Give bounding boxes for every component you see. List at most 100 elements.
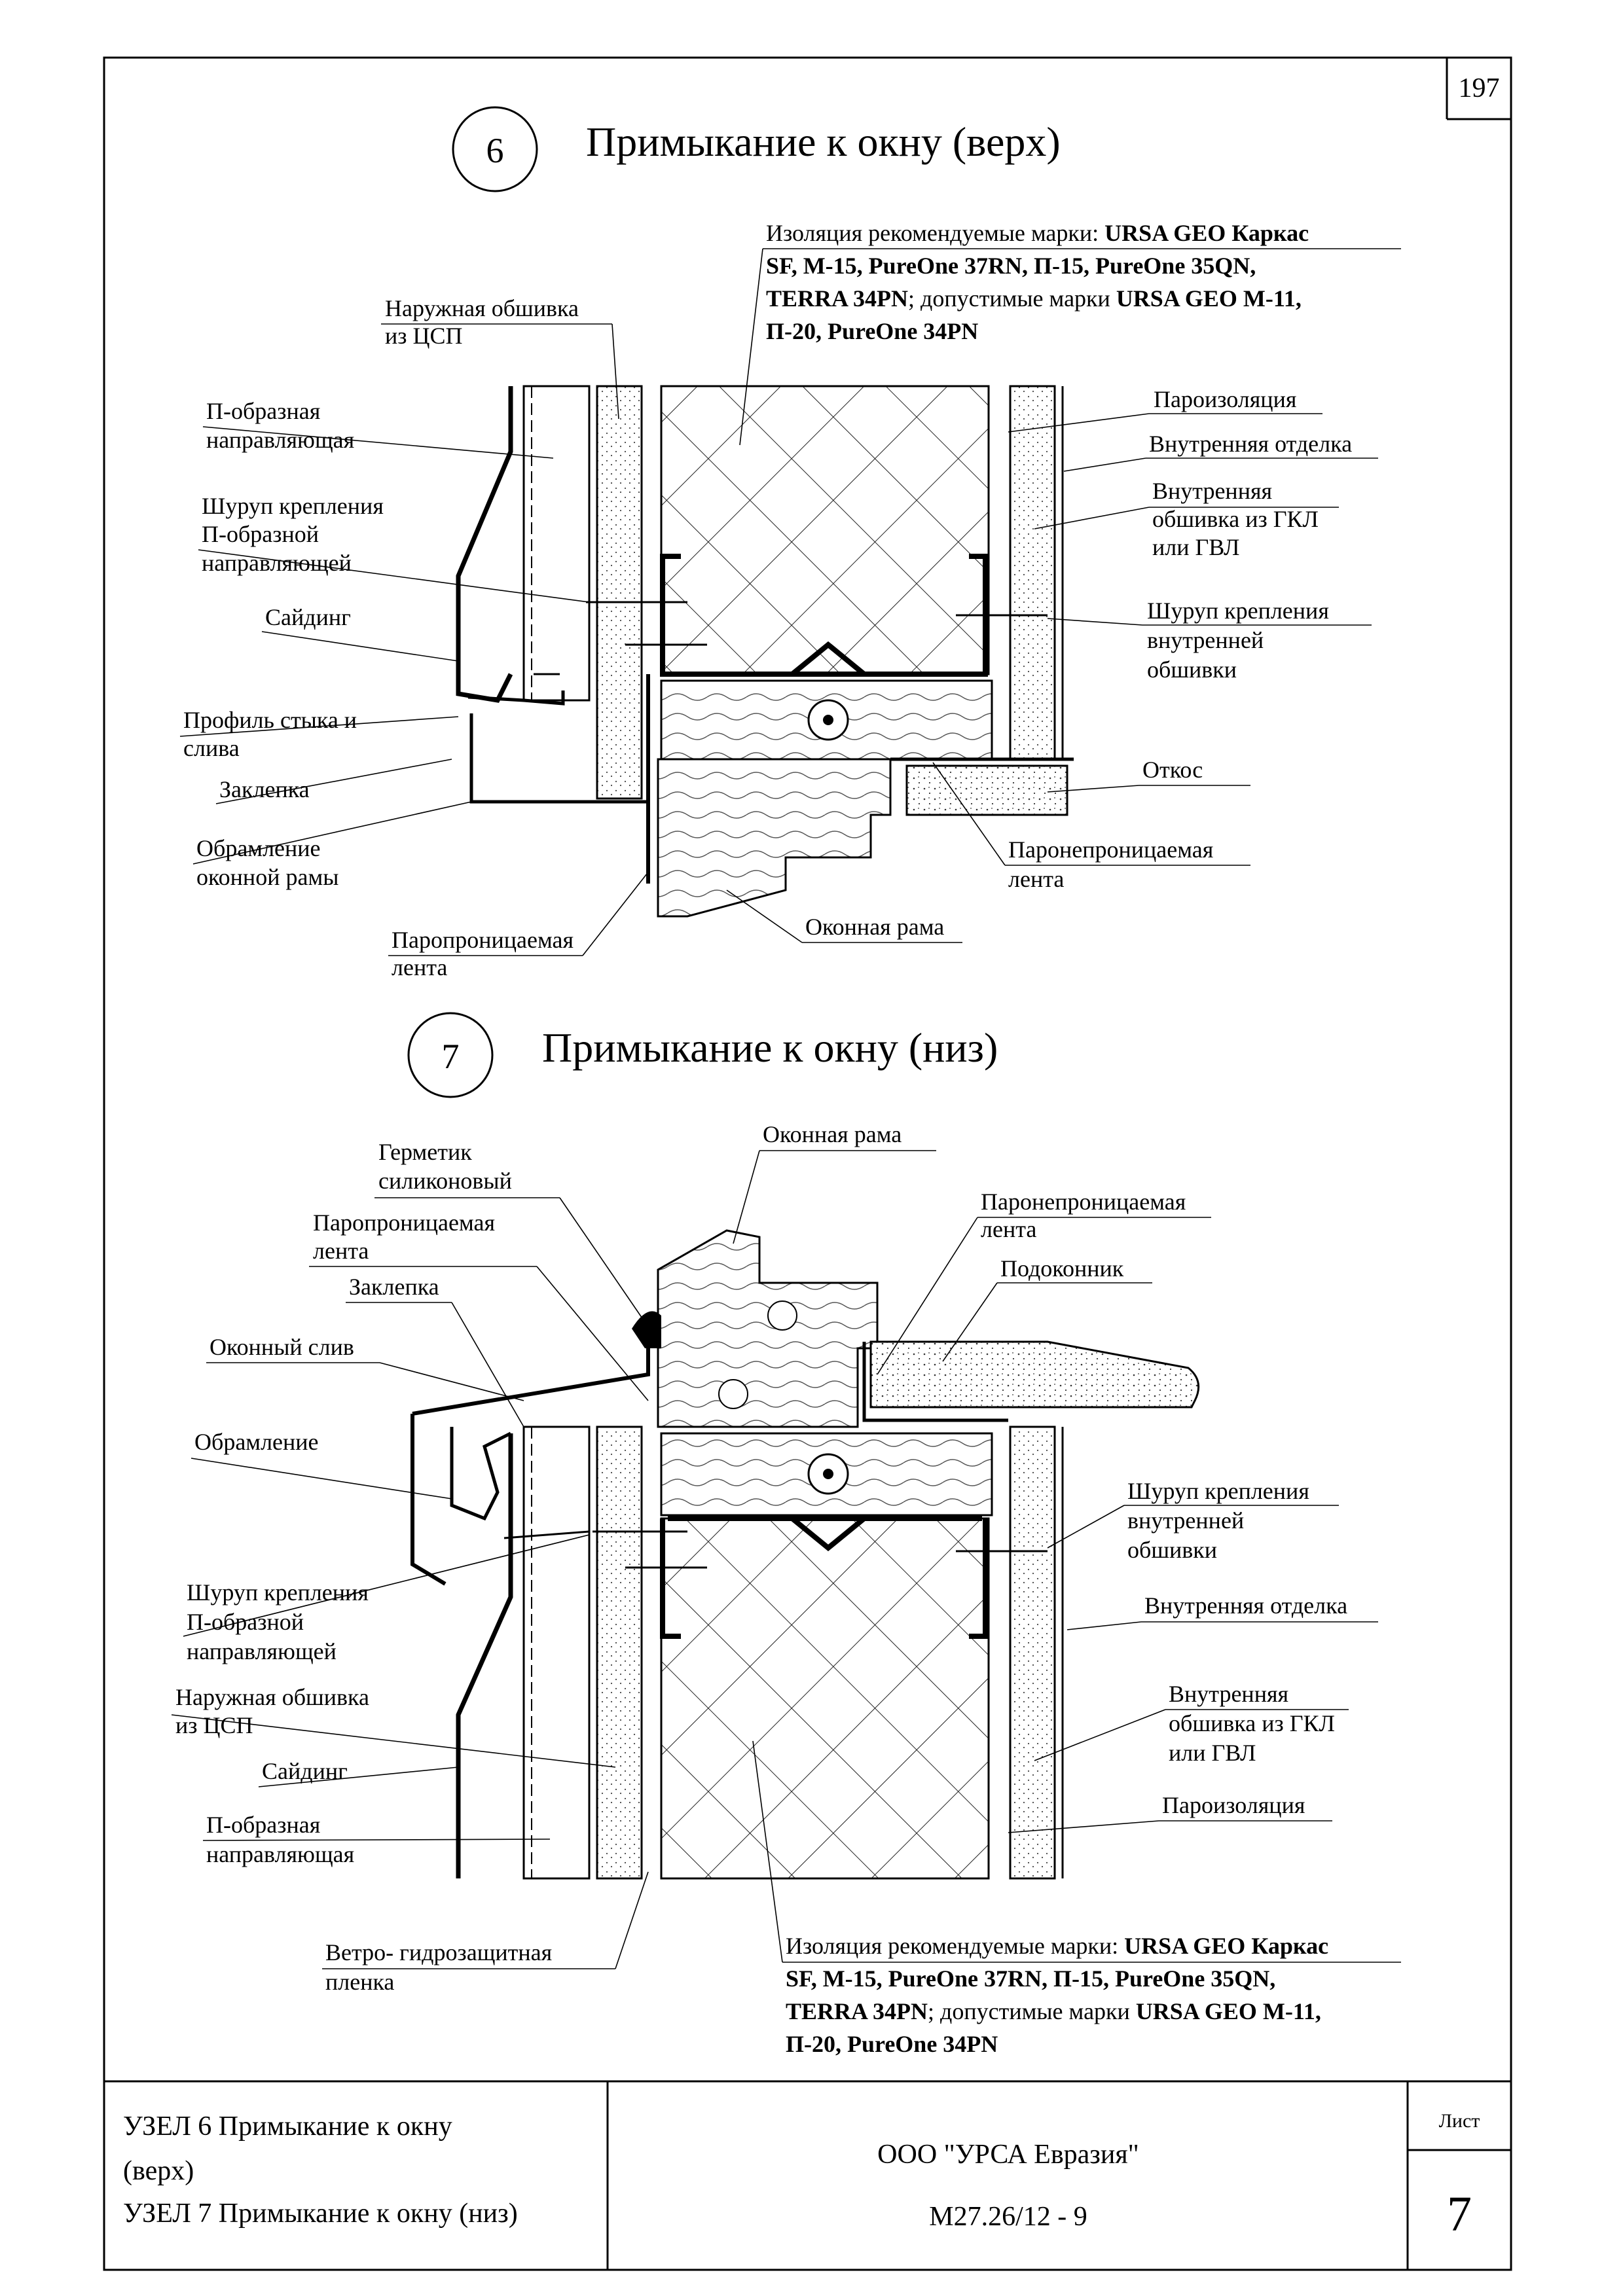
node6-siding-label: Сайдинг — [265, 604, 351, 630]
node6-slope — [905, 764, 1068, 816]
node7-drip — [410, 1348, 650, 1586]
node7-sill-label: Подоконник — [1000, 1255, 1124, 1282]
title-block-name-2: (верх) — [123, 2156, 194, 2186]
node7-drawing — [410, 1229, 1200, 1880]
node7-outer-sheathing-label: Наружная обшивка — [175, 1684, 369, 1710]
node6-p-guide-label: П-образная — [206, 398, 320, 424]
node7-inner-sheathing-label: Внутренняя — [1169, 1681, 1288, 1707]
node6-profile-bottom — [668, 641, 982, 677]
node6-insulation — [660, 385, 990, 675]
node7-window-frame — [657, 1229, 879, 1428]
node7-impermeable-tape-label-2: лента — [981, 1216, 1036, 1242]
node7-trim — [450, 1427, 512, 1521]
title-block-name-3: УЗЕЛ 7 Примыкание к окну (низ) — [123, 2198, 518, 2229]
node6-p-guide — [522, 385, 591, 702]
sheet-number: 7 — [1447, 2187, 1472, 2242]
node6-title: Примыкание к окну (верх) — [586, 118, 1061, 165]
node7-profile-left — [660, 1518, 681, 1639]
node7-vapor-barrier-label: Пароизоляция — [1162, 1792, 1305, 1818]
node6-insulation-label-2: SF, M-15, PureOne 37RN, П-15, PureOne 35… — [766, 253, 1256, 279]
node7-screw-inner-label: Шуруп крепления — [1127, 1478, 1309, 1504]
node6-impermeable-tape-label: Паронепроницаемая — [1008, 836, 1213, 863]
node7-wind-film-label: Ветро- гидрозащитная — [325, 1939, 552, 1965]
node7-window-frame-label: Оконная рама — [763, 1121, 902, 1147]
node6-outer-sheathing-label-2: из ЦСП — [385, 323, 463, 349]
node7-sealant-label-2: силиконовый — [378, 1168, 512, 1194]
node7-inner-sheathing-label-3: или ГВЛ — [1169, 1740, 1256, 1766]
node6-inner-sheathing-label: Внутренняя — [1152, 478, 1272, 504]
node7-siding-label: Сайдинг — [262, 1758, 348, 1784]
node7-insulation — [660, 1517, 990, 1880]
node7-profile-top — [668, 1516, 982, 1552]
node6-joint-profile-label-2: слива — [183, 735, 240, 761]
node6-screw-inner-label-3: обшивки — [1147, 656, 1237, 683]
node6-rivet-label: Заклепка — [219, 776, 310, 802]
node6-inner-sheathing — [1009, 385, 1056, 761]
node6-number: 6 — [486, 131, 504, 170]
node6-screw-guide-label-2: П-образной — [202, 521, 319, 547]
node6-permeable-tape-label: Паропроницаемая — [392, 927, 574, 953]
node7-drip-label: Оконный слив — [210, 1334, 354, 1360]
node7-screw-inner-label-3: обшивки — [1127, 1537, 1217, 1563]
node6-screw-guide-label: Шуруп крепления — [202, 493, 384, 519]
node7-number: 7 — [442, 1037, 460, 1076]
page-number: 197 — [1459, 73, 1500, 103]
company-name: ООО "УРСА Евразия" — [877, 2140, 1139, 2170]
node6-frame-trim-label-2: оконной рамы — [196, 864, 338, 890]
node6-insulation-label-4: П-20, PureOne 34PN — [766, 318, 978, 344]
node6-drawing — [456, 385, 1074, 918]
node7-profile-right — [969, 1518, 988, 1639]
node7-p-guide-label-2: направляющая — [206, 1841, 354, 1867]
node6-inner-sheathing-label-2: обшивка из ГКЛ — [1152, 506, 1319, 532]
node7-screw-guide-label: Шуруп крепления — [187, 1579, 369, 1605]
node6-screw-guide-label-3: направляющей — [202, 550, 352, 576]
node7-trim-label: Обрамление — [194, 1429, 319, 1455]
node6-number-circle — [452, 106, 538, 192]
title-block-name-1: УЗЕЛ 6 Примыкание к окну — [123, 2111, 452, 2142]
node7-header: 7 Примыкание к окну (низ) — [407, 1012, 998, 1098]
node6-frame-trim-label: Обрамление — [196, 835, 321, 861]
node6-inner-sheathing-label-3: или ГВЛ — [1152, 534, 1239, 560]
node7-insulation-label: Изоляция рекомендуемые марки: URSA GEO К… — [786, 1933, 1328, 1959]
node7-screw-guide-label-3: направляющей — [187, 1638, 337, 1664]
node6-outer-sheathing-label: Наружная обшивка — [385, 295, 579, 321]
node7-siding — [456, 1433, 513, 1878]
node6-slope-label: Откос — [1142, 757, 1203, 783]
node6-p-guide-label-2: направляющая — [206, 427, 354, 453]
node6-screw-inner-label: Шуруп крепления — [1147, 598, 1329, 624]
node7-insulation-label-3: TERRA 34PN; допустимые марки URSA GEO M-… — [786, 1998, 1321, 2024]
node7-leaders — [171, 1150, 1401, 1969]
node6-leaders — [179, 248, 1401, 956]
node6-screws — [534, 601, 1048, 675]
node6-insulation-label: Изоляция рекомендуемые марки: URSA GEO К… — [766, 220, 1309, 246]
node7-insulation-label-2: SF, M-15, PureOne 37RN, П-15, PureOne 35… — [786, 1965, 1275, 1992]
node6-window-frame-label: Оконная рама — [805, 914, 944, 940]
node6-labels: Изоляция рекомендуемые марки: URSA GEO К… — [183, 220, 1352, 980]
node7-permeable-tape-label-2: лента — [313, 1238, 369, 1264]
node6-inner-finish-label: Внутренняя отделка — [1149, 431, 1352, 457]
node7-sill — [869, 1340, 1200, 1408]
node7-p-guide — [522, 1426, 591, 1880]
node7-labels: Герметик силиконовый Паропроницаемая лен… — [175, 1121, 1347, 2057]
node6-header: 6 Примыкание к окну (верх) — [452, 106, 1061, 192]
node7-sealant — [632, 1311, 661, 1348]
node7-outer-sheathing — [596, 1426, 643, 1880]
node7-wind-film-label-2: пленка — [325, 1969, 394, 1995]
node7-screws — [503, 1530, 1048, 1569]
node7-p-guide-label: П-образная — [206, 1812, 320, 1838]
node6-joint-profile — [467, 691, 565, 706]
node6-window-frame — [657, 758, 892, 918]
node7-title: Примыкание к окну (низ) — [542, 1024, 998, 1071]
sheet-frame: 197 — [103, 56, 1512, 2271]
node6-insulation-label-3: TERRA 34PN; допустимые марки URSA GEO M-… — [766, 285, 1302, 312]
node6-screw-inner-label-2: внутренней — [1147, 627, 1264, 653]
node7-impermeable-tape-label: Паронепроницаемая — [981, 1189, 1186, 1215]
node7-permeable-tape-label: Паропроницаемая — [313, 1210, 495, 1236]
node7-rivet-label: Заклепка — [349, 1274, 439, 1300]
node7-inner-sheathing-label-2: обшивка из ГКЛ — [1169, 1710, 1335, 1736]
node7-inner-finish-label: Внутренняя отделка — [1144, 1592, 1347, 1619]
node6-outer-sheathing — [596, 385, 643, 800]
node6-permeable-tape-label-2: лента — [392, 954, 447, 980]
document-code: М27.26/12 - 9 — [929, 2202, 1087, 2232]
